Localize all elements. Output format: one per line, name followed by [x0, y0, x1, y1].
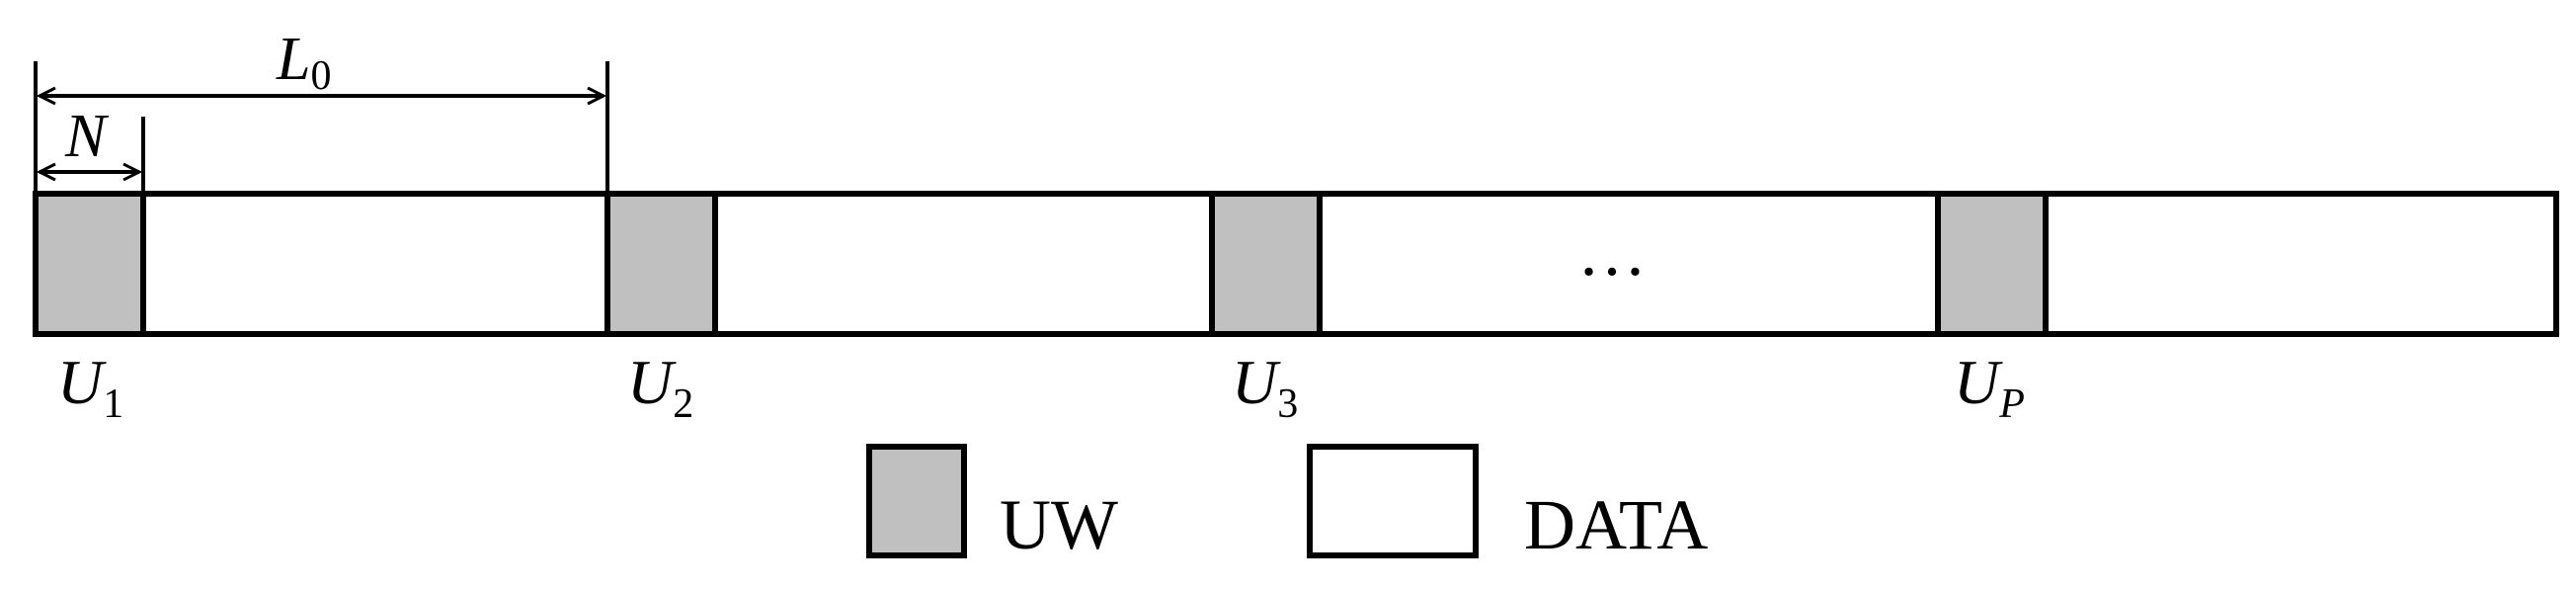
uw-block-3: [1209, 191, 1323, 337]
frame-blocks: [33, 191, 2559, 337]
uw-block-2: [604, 191, 718, 337]
ellipsis: …: [1577, 214, 1647, 291]
legend-data-swatch: [1307, 444, 1479, 558]
legend-uw-swatch: [866, 444, 967, 558]
data-block-3: [1317, 191, 1941, 337]
l0-label: L0: [276, 26, 331, 99]
uw-label-1: U1: [57, 347, 123, 427]
data-block-2: [712, 191, 1215, 337]
uw-label-2: U2: [627, 347, 693, 427]
data-block-1: [140, 191, 610, 337]
uw-label-3: U3: [1232, 347, 1298, 427]
data-block-4: [2043, 191, 2559, 337]
legend-uw-label: UW: [1000, 485, 1118, 564]
legend-data-label: DATA: [1524, 485, 1708, 564]
uw-block-1: [33, 191, 146, 337]
n-label: N: [64, 103, 110, 170]
uw-block-4: [1935, 191, 2049, 337]
legend: UW DATA: [866, 444, 1708, 564]
uw-label-p: UP: [1954, 347, 2025, 427]
